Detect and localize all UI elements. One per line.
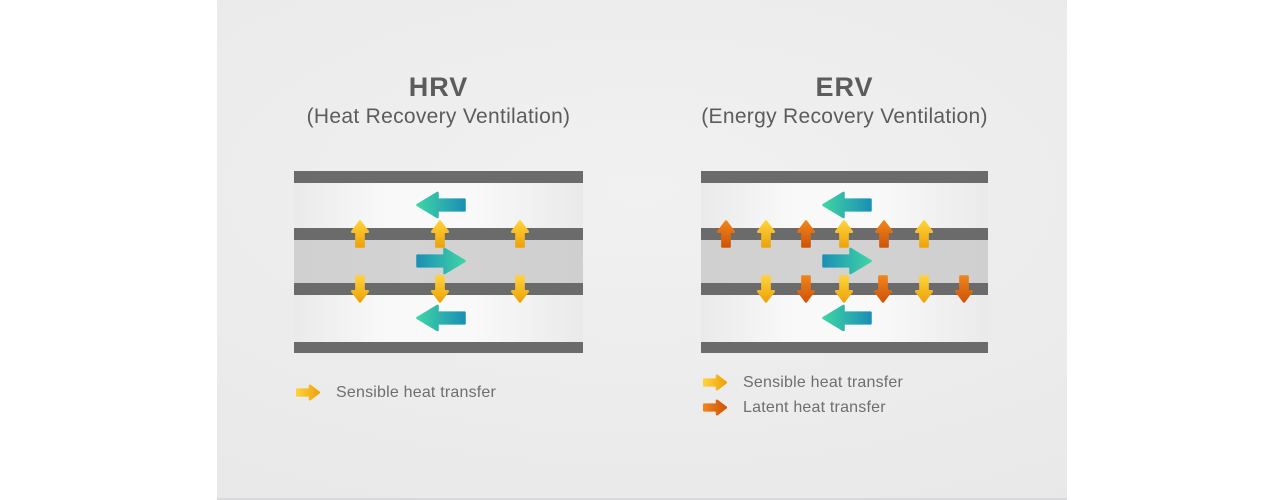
hrv-diagram: HRV (Heat Recovery Ventilation) Sensible…	[294, 0, 583, 500]
duct-wall	[294, 171, 583, 183]
sensible-transfer-arrow-up	[511, 220, 529, 248]
latent-transfer-arrow-up	[875, 220, 893, 248]
latent-transfer-arrow-down	[874, 275, 892, 303]
latent-transfer-arrow-down	[797, 275, 815, 303]
latent-transfer-arrow-up	[797, 220, 815, 248]
legend-label: Latent heat transfer	[743, 398, 886, 416]
legend-item-sensible: Sensible heat transfer	[703, 370, 903, 395]
legend-sensible-arrow-icon	[703, 374, 727, 391]
legend-item-latent: Latent heat transfer	[703, 395, 903, 420]
sensible-transfer-arrow-down	[757, 275, 775, 303]
content-panel: HRV (Heat Recovery Ventilation) Sensible…	[217, 0, 1067, 500]
erv-title: ERV	[815, 72, 874, 102]
airflow-arrow-right	[822, 247, 872, 275]
sensible-transfer-arrow-up	[835, 220, 853, 248]
airflow-arrow-left	[822, 304, 872, 332]
hrv-legend: Sensible heat transfer	[296, 380, 496, 405]
erv-diagram: ERV (Energy Recovery Ventilation) Sensib…	[701, 0, 988, 500]
erv-subtitle: (Energy Recovery Ventilation)	[701, 105, 988, 128]
duct-wall	[701, 342, 988, 353]
duct-wall	[701, 171, 988, 183]
airflow-arrow-right	[416, 247, 466, 275]
airflow-arrow-left	[416, 304, 466, 332]
latent-transfer-arrow-up	[717, 220, 735, 248]
duct-wall	[294, 342, 583, 353]
sensible-transfer-arrow-up	[915, 220, 933, 248]
hrv-title: HRV	[408, 72, 469, 102]
sensible-transfer-arrow-up	[757, 220, 775, 248]
legend-sensible-arrow-icon	[296, 384, 320, 401]
legend-label: Sensible heat transfer	[336, 383, 497, 401]
legend-latent-arrow-icon	[703, 399, 727, 416]
latent-transfer-arrow-down	[955, 275, 973, 303]
sensible-transfer-arrow-down	[835, 275, 853, 303]
sensible-transfer-arrow-down	[915, 275, 933, 303]
hrv-subtitle: (Heat Recovery Ventilation)	[306, 105, 571, 128]
sensible-transfer-arrow-down	[431, 275, 449, 303]
legend-label: Sensible heat transfer	[743, 373, 904, 391]
sensible-transfer-arrow-down	[511, 275, 529, 303]
airflow-arrow-left	[822, 191, 872, 219]
airflow-arrow-left	[416, 191, 466, 219]
sensible-transfer-arrow-up	[351, 220, 369, 248]
sensible-transfer-arrow-down	[351, 275, 369, 303]
sensible-transfer-arrow-up	[431, 220, 449, 248]
legend-item-sensible: Sensible heat transfer	[296, 380, 496, 405]
